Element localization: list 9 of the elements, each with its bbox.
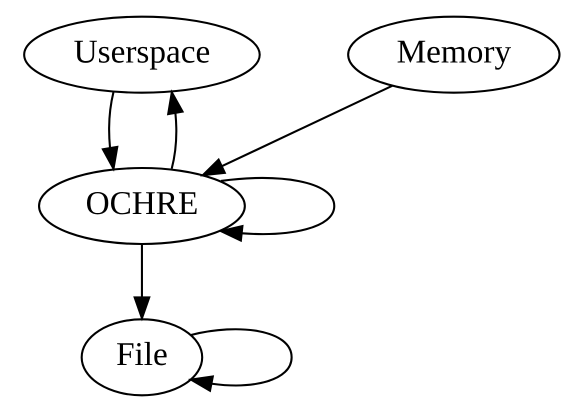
arrow xyxy=(133,244,151,322)
arrow xyxy=(200,84,393,176)
arrow xyxy=(101,92,119,172)
arrow xyxy=(218,176,336,242)
arrow xyxy=(188,328,293,392)
node-ellipse: Memory xyxy=(347,16,561,94)
arrow xyxy=(166,89,184,169)
node-ellipse: File xyxy=(80,318,204,396)
node-ellipse: Userspace xyxy=(23,16,261,94)
